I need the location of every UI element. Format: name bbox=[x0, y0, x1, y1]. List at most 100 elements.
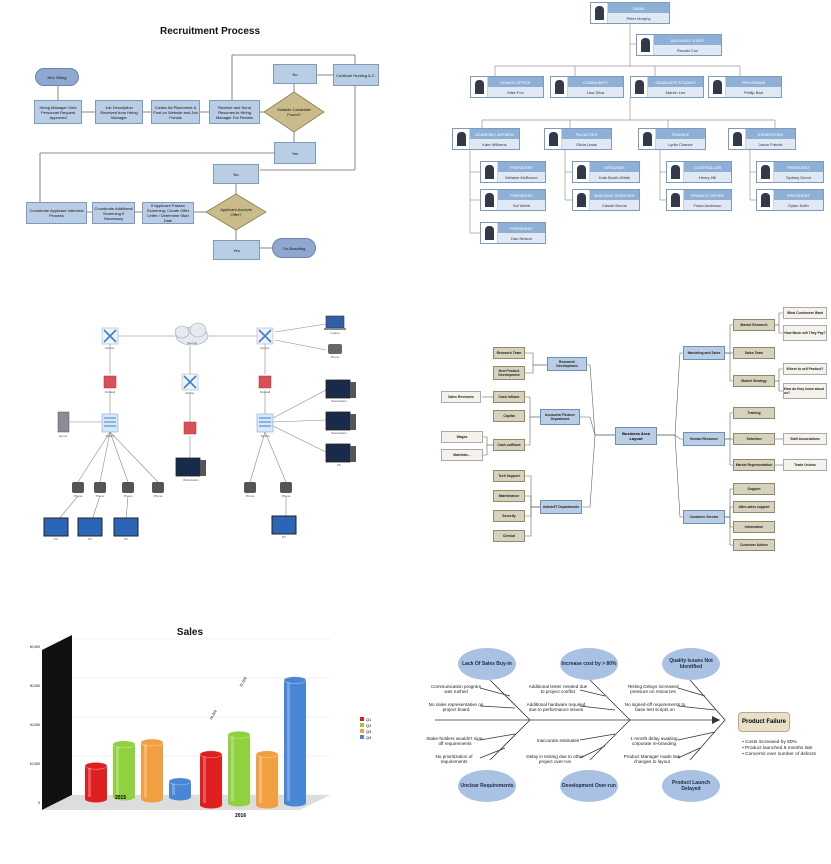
phone-icon bbox=[152, 482, 164, 493]
bar-body bbox=[169, 781, 191, 797]
effect-product-failure: Product Failure bbox=[738, 712, 790, 732]
y-tick-label: 20,000 bbox=[30, 723, 40, 727]
bar-body bbox=[200, 754, 222, 805]
firewall-icon bbox=[258, 375, 272, 389]
switch-icon bbox=[101, 413, 119, 433]
person-photo-icon bbox=[667, 190, 684, 210]
network-connectors bbox=[43, 315, 356, 537]
org-title: AUXILIARY STAFF bbox=[654, 35, 721, 45]
person-photo-icon bbox=[591, 3, 608, 23]
cause-increase-cost: Increase cost by > 80% bbox=[560, 648, 618, 680]
org-title: CONTROLLER bbox=[684, 162, 731, 172]
org-name: Henry Hill bbox=[684, 172, 731, 182]
org-name: Dan Nelson bbox=[498, 233, 545, 243]
bar-highlight bbox=[116, 746, 119, 795]
phone-label: Phone bbox=[123, 494, 133, 498]
person-photo-icon bbox=[729, 129, 746, 149]
bar-top bbox=[283, 676, 307, 684]
mm-market-strategy: Market Strategy bbox=[733, 375, 775, 387]
cause-item: Stake-holders wouldn't sign-off requirem… bbox=[426, 736, 484, 747]
mm-human-resource: Human Resource bbox=[683, 432, 725, 446]
org-title: DEAN bbox=[608, 3, 669, 13]
cause-item: Inaccurate estimates bbox=[536, 738, 580, 743]
org-title: FINANCE OFFICE bbox=[684, 190, 731, 200]
org-name: Ronald Cox bbox=[654, 45, 721, 55]
person-photo-icon bbox=[709, 77, 726, 97]
bar-q3-2016 bbox=[255, 750, 279, 809]
y-tick-label: 0 bbox=[38, 801, 40, 805]
person-photo-icon bbox=[573, 162, 590, 182]
phone-label: Phone bbox=[281, 494, 291, 498]
mm-capital: Capital bbox=[493, 410, 525, 422]
bar-base bbox=[113, 793, 135, 801]
start-terminal: Hire Hiring bbox=[35, 68, 79, 86]
chart-year-2016: 2016 bbox=[235, 813, 247, 819]
org-connectors bbox=[469, 22, 776, 234]
org-title: FINANCE bbox=[656, 129, 705, 139]
bar-highlight bbox=[287, 682, 290, 801]
cause-product-launch-delayed: Product Launch Delayed bbox=[662, 770, 720, 802]
step-coordinate-interview: Coordinate Applicant Interview Process bbox=[26, 202, 87, 224]
bar-q4-2016 bbox=[283, 676, 307, 807]
bar-base bbox=[200, 801, 222, 809]
person-photo-icon bbox=[573, 190, 590, 210]
fishbone-panel: Lack Of Sales Buy-in Increase cost by > … bbox=[420, 640, 831, 815]
bar-q4-2015 bbox=[168, 777, 192, 801]
effect-bullets: Costs increased by 80% Product launched … bbox=[742, 740, 816, 758]
mm-sales-team: Sales Team bbox=[733, 347, 775, 359]
network-diagram-panel: Internet Router Router Router Firewall F… bbox=[30, 310, 390, 555]
org-title: DEAN'S OFFICE bbox=[488, 77, 543, 87]
phone-label: Phone bbox=[95, 494, 105, 498]
workstation-icon bbox=[325, 411, 356, 431]
phone-label: Phone bbox=[245, 494, 255, 498]
bar-body bbox=[228, 734, 250, 803]
bar-highlight bbox=[144, 744, 147, 797]
phone-icon bbox=[244, 482, 256, 493]
legend-item-q3: Q3 bbox=[360, 729, 371, 735]
effect-bullet: Concerns over number of defects bbox=[742, 752, 816, 758]
mm-customer-advice: Customer Advice bbox=[733, 539, 775, 551]
mindmap-connectors bbox=[482, 312, 783, 546]
phone-label: Phone bbox=[330, 355, 340, 359]
chart-back-wall bbox=[42, 635, 72, 810]
mm-materials: Materials... bbox=[441, 449, 483, 461]
pc-icon bbox=[43, 517, 69, 537]
bar-top bbox=[227, 730, 251, 739]
flowchart-connectors bbox=[39, 54, 356, 249]
step-job-description: Job Description Received from Hiring Man… bbox=[95, 100, 143, 124]
org-title: PRESIDENT bbox=[774, 190, 823, 200]
server-icon bbox=[57, 411, 70, 433]
org-title: GROUNDS bbox=[590, 162, 639, 172]
bar-base bbox=[256, 801, 278, 809]
bar-highlight bbox=[259, 756, 262, 803]
org-name: Fiona Anderson bbox=[684, 200, 731, 210]
cause-unclear-requirements: Unclear Requirements bbox=[458, 770, 516, 802]
mm-wages: Wages bbox=[441, 431, 483, 443]
cause-development-overrun: Development Over-run bbox=[560, 770, 618, 802]
mm-selection: Selection bbox=[733, 433, 775, 445]
yes-box-2: Yes bbox=[213, 240, 260, 260]
mm-training: Training bbox=[733, 407, 775, 419]
cause-item: Additional tester needed due to project … bbox=[528, 684, 588, 695]
person-photo-icon bbox=[471, 77, 488, 97]
person-photo-icon bbox=[481, 162, 498, 182]
no-box-1: No bbox=[273, 64, 317, 84]
bar-highlight bbox=[231, 736, 234, 801]
laptop-label: Laptop bbox=[330, 331, 340, 335]
cause-item: Delay in testing due to other project ov… bbox=[526, 754, 584, 765]
person-photo-icon bbox=[757, 190, 774, 210]
phone-label: Phone bbox=[153, 494, 163, 498]
cause-quality-issues: Quality Issues Not Identified bbox=[662, 648, 720, 680]
